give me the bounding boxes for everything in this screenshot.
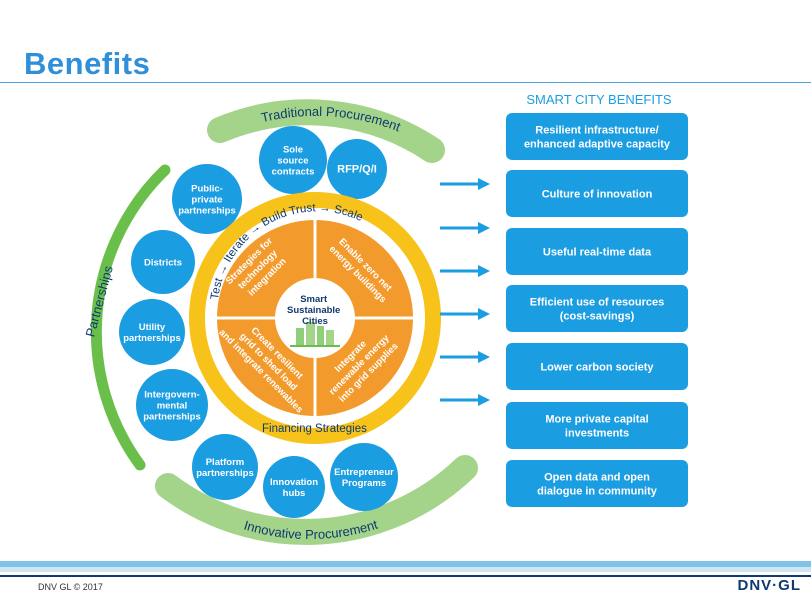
benefit-label: Lower carbon society <box>540 362 654 374</box>
footer-copyright: DNV GL © 2017 <box>38 582 103 592</box>
innovative-procurement-arc: Innovative Procurement <box>155 455 478 545</box>
benefit-label: Efficient use of resources(cost-savings) <box>530 297 665 323</box>
circle-label: RFP/Q/I <box>337 164 377 176</box>
benefit-item: Efficient use of resources(cost-savings) <box>506 285 688 332</box>
arrow-icon <box>440 394 490 406</box>
city-skyline-icon <box>290 322 340 347</box>
page-title: Benefits <box>24 46 151 81</box>
company-logo: DNV·GL <box>737 577 801 594</box>
benefit-item: Lower carbon society <box>506 343 688 390</box>
benefit-item: Culture of innovation <box>506 170 688 217</box>
benefits-heading: SMART CITY BENEFITS <box>526 92 672 107</box>
benefit-label: Useful real-time data <box>543 247 652 259</box>
footer-band-light <box>0 567 811 572</box>
title-divider <box>0 82 811 83</box>
benefit-label: Resilient infrastructure/enhanced adapti… <box>524 125 671 151</box>
benefit-list: Resilient infrastructure/enhanced adapti… <box>506 113 688 507</box>
benefit-label: Culture of innovation <box>542 189 653 201</box>
arrow-icon <box>440 222 490 234</box>
benefit-item: Useful real-time data <box>506 228 688 275</box>
arrow-icon <box>440 308 490 320</box>
circle-label: Districts <box>144 258 182 269</box>
benefit-arrows <box>440 178 490 406</box>
footer-line <box>0 575 811 577</box>
center-label: Smart Sustainable Cities <box>287 294 343 327</box>
arrow-icon <box>440 178 490 190</box>
footer-band <box>0 561 811 567</box>
circle-rfp: RFP/Q/I <box>327 139 387 199</box>
partnerships-label: Partnerships <box>82 264 116 339</box>
benefit-item: Resilient infrastructure/enhanced adapti… <box>506 113 688 160</box>
traditional-procurement-arc: Traditional Procurement <box>207 99 445 163</box>
arrow-icon <box>440 351 490 363</box>
arrow-icon <box>440 265 490 277</box>
circle-districts: Districts <box>131 230 195 294</box>
center-circle <box>275 278 355 358</box>
ring-bottom-label: Financing Strategies <box>262 423 367 435</box>
